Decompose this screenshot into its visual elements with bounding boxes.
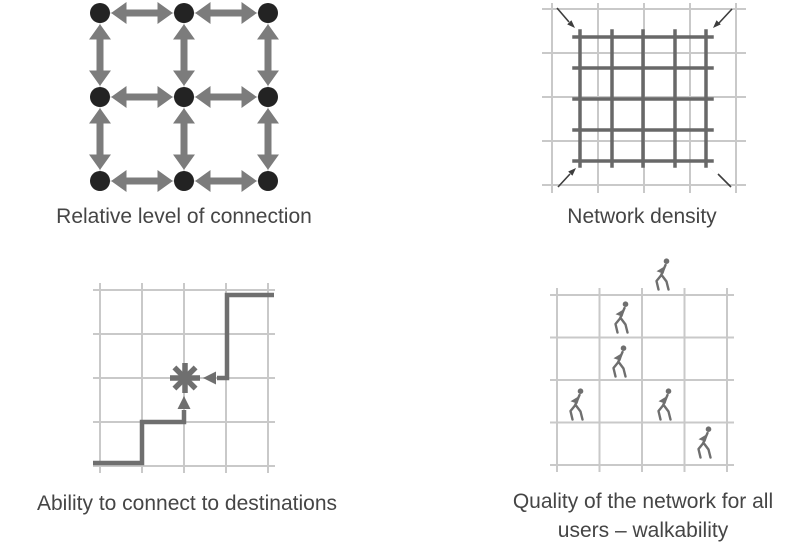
node-dot [174,87,194,107]
node-dot [174,171,194,191]
node-dot [90,87,110,107]
double-arrow-icon [112,87,172,107]
destinations-diagram [93,283,275,473]
walkability-diagram [550,258,734,472]
double-arrow-icon [258,109,278,169]
density-diagram [542,3,746,193]
double-arrow-icon [90,25,110,85]
walker-icon [614,301,630,334]
caption-walkability: Quality of the network for all users – w… [512,490,774,542]
inward-arrow-icon-top-right [713,8,733,28]
double-arrow-icon [90,109,110,169]
inward-arrow-icon-top-left [556,7,575,28]
inward-arrow-icon-bottom-left [557,168,576,188]
double-arrow-icon [196,3,256,23]
walker-icon [697,426,713,459]
route-arrowhead-left-icon [203,371,216,385]
node-dot [90,171,110,191]
walker-icon [657,388,673,421]
node-dot [90,3,110,23]
double-arrow-icon [112,171,172,191]
dense-street-grid [572,29,714,168]
route-from-top-right [203,292,274,385]
connection-diagram [60,0,310,195]
double-arrow-icon [112,3,172,23]
caption-destinations: Ability to connect to destinations [36,492,337,515]
node-dot [258,171,278,191]
double-arrow-icon [196,171,256,191]
walker-icon [569,388,585,421]
node-dot [258,87,278,107]
route-arrowhead-up-icon [177,396,191,409]
double-arrow-icon [196,87,256,107]
route-from-bottom-left [93,396,191,466]
street-grid [550,288,734,472]
node-dot [174,3,194,23]
double-arrow-icon [174,109,194,169]
caption-connection: Relative level of connection [56,205,312,228]
intersection-nodes [90,3,278,191]
double-arrow-icon [258,25,278,85]
walker-icon [612,345,628,378]
node-dot [258,3,278,23]
destination-asterisk-icon [170,363,200,393]
walker-icon [655,258,671,291]
caption-density: Network density [567,205,717,228]
double-arrow-icon [174,25,194,85]
